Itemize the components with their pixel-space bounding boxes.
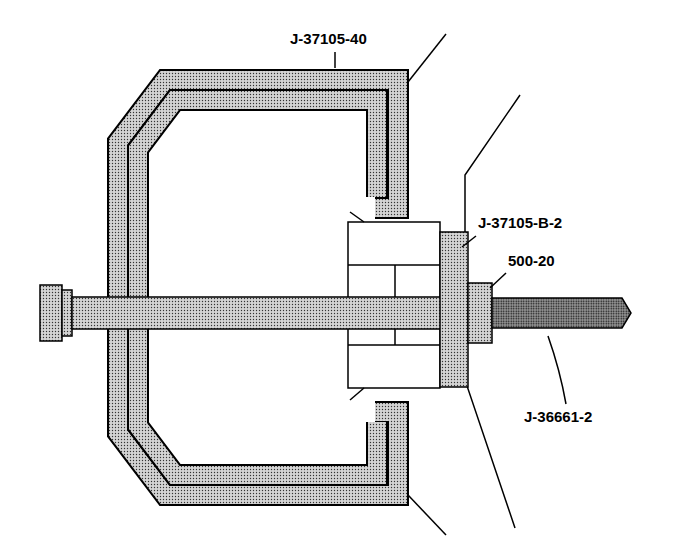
adapter-plate <box>440 232 468 387</box>
part-label: J-37105-B-2 <box>478 214 562 232</box>
part-label: 500-20 <box>508 252 555 270</box>
part-label: J-37105-40 <box>290 30 367 48</box>
forcing-screw <box>72 297 444 329</box>
hex-nut <box>468 283 492 343</box>
screw-nut <box>40 285 72 341</box>
leader-line <box>335 52 566 404</box>
part-label: J-36661-2 <box>524 408 592 426</box>
threaded-rod <box>492 298 631 328</box>
